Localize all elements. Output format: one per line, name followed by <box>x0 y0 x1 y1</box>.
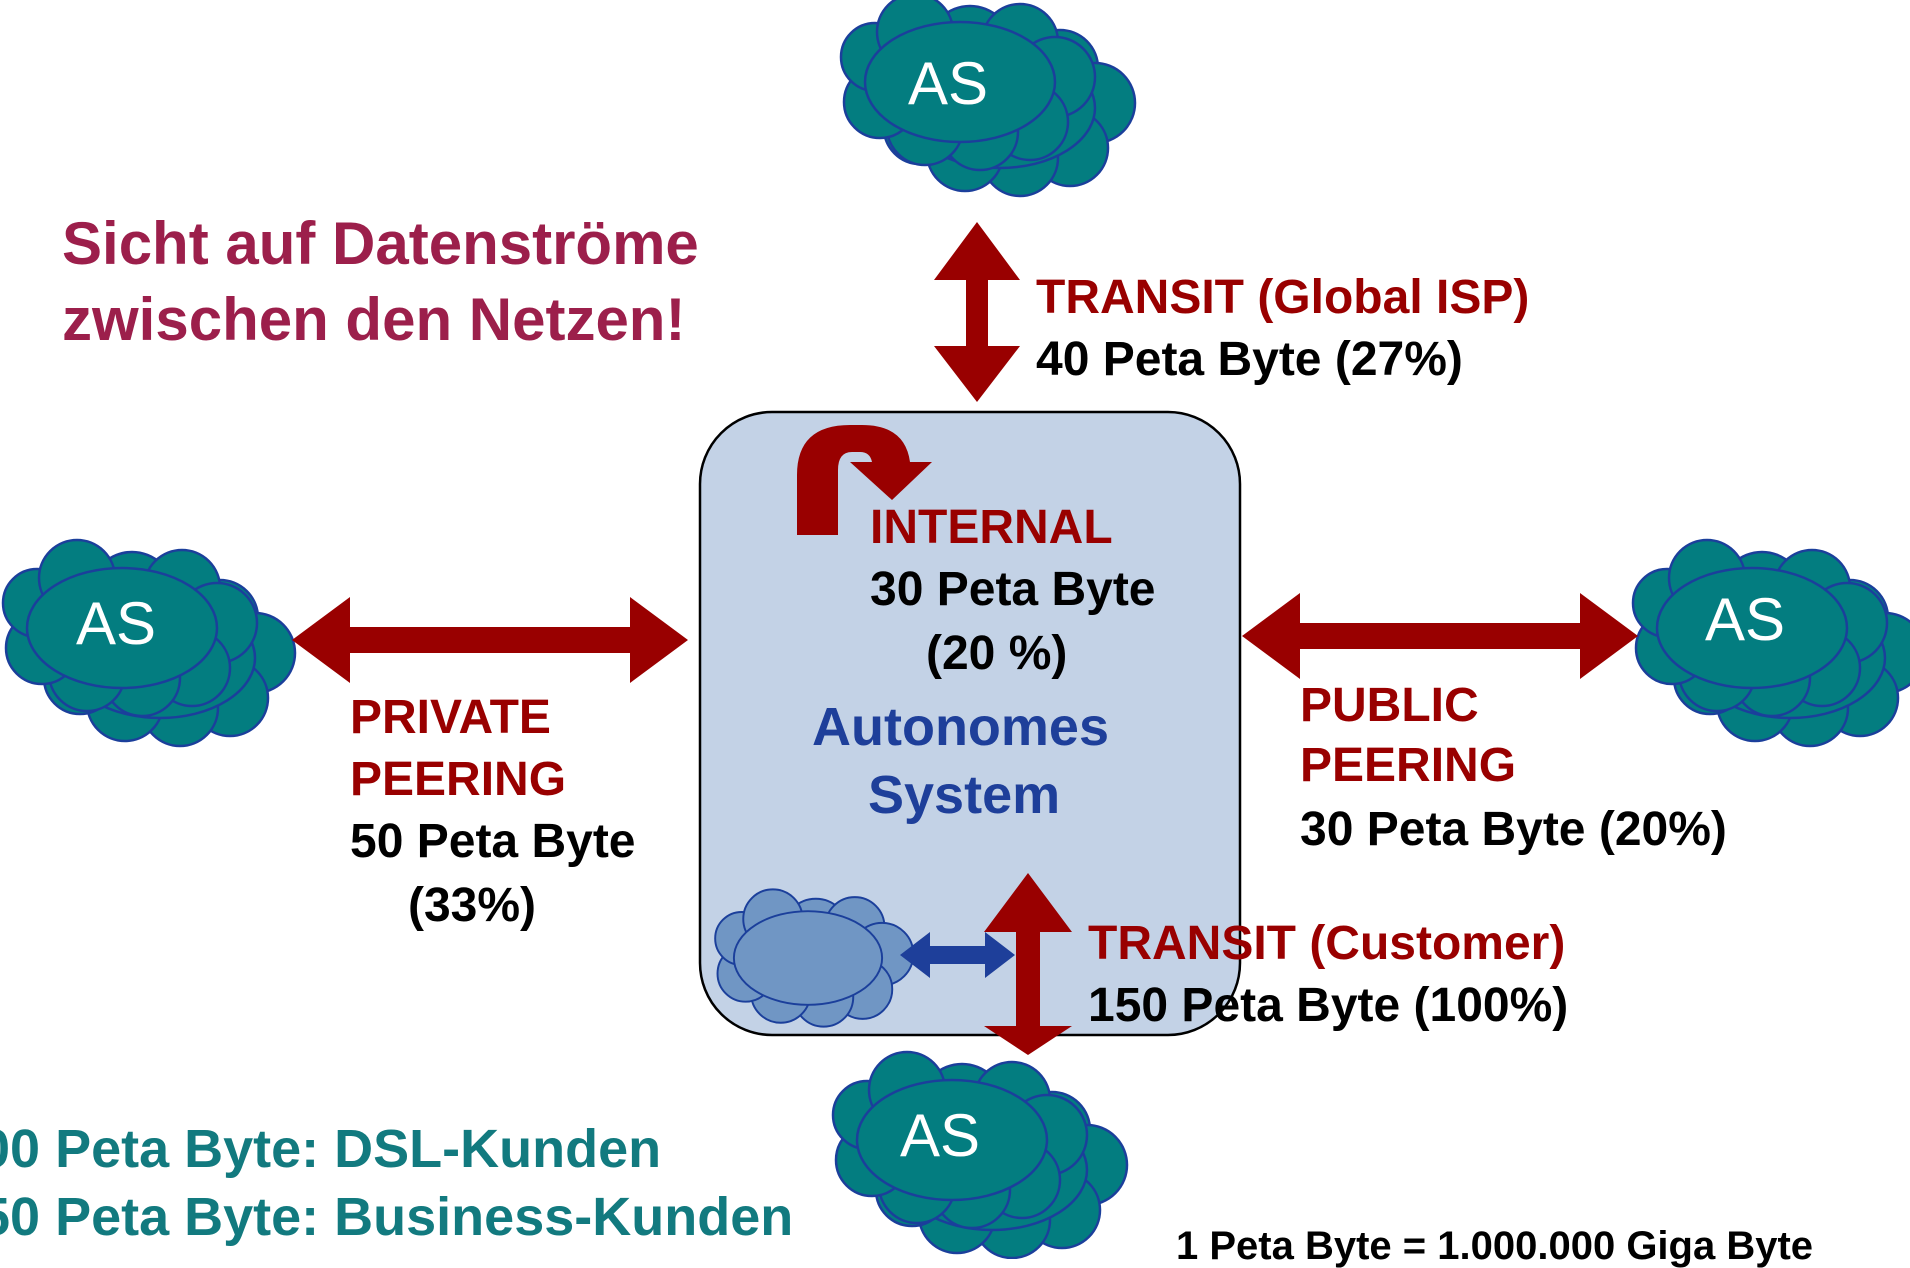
customers-business: 50 Peta Byte: Business-Kunden <box>0 1187 794 1247</box>
autonomous-system-box <box>698 410 1242 1037</box>
public-peering-arrow <box>1242 593 1638 679</box>
transit-global-label: TRANSIT (Global ISP) <box>1036 271 1530 324</box>
transit-customer-label: TRANSIT (Customer) <box>1088 917 1566 970</box>
private-peering-value-line-1: 50 Peta Byte <box>350 815 636 868</box>
title-line-2: zwischen den Netzen! <box>62 286 686 353</box>
as-label-bottom: AS <box>900 1102 981 1169</box>
public-peering-label-line-1: PUBLIC <box>1300 679 1479 732</box>
public-peering-value: 30 Peta Byte (20%) <box>1300 803 1727 856</box>
internal-value-line-1: 30 Peta Byte <box>870 563 1156 616</box>
internal-value-line-2: (20 %) <box>926 627 1068 680</box>
customers-dsl: 00 Peta Byte: DSL-Kunden <box>0 1119 662 1179</box>
title-line-1: Sicht auf Datenströme <box>62 210 699 277</box>
transit-global-arrow <box>934 222 1020 402</box>
private-peering-value-line-2: (33%) <box>408 879 537 932</box>
autonomous-system-label-line-2: System <box>868 765 1061 825</box>
as-label-top: AS <box>908 50 989 117</box>
internal-uturn-arrow <box>797 425 932 535</box>
private-peering-arrow <box>292 597 688 683</box>
transit-global-value: 40 Peta Byte (27%) <box>1036 333 1463 386</box>
as-label-left: AS <box>76 590 157 657</box>
internal-label: INTERNAL <box>870 501 1113 554</box>
autonomous-system-label-line-1: Autonomes <box>812 697 1109 757</box>
transit-customer-arrow <box>984 873 1072 1055</box>
footnote-conversion: 1 Peta Byte = 1.000.000 Giga Byte <box>1176 1224 1814 1268</box>
private-peering-label-line-1: PRIVATE <box>350 691 551 744</box>
as-label-right: AS <box>1705 586 1786 653</box>
customer-link-arrow <box>900 932 1015 978</box>
public-peering-label-line-2: PEERING <box>1300 739 1517 792</box>
transit-customer-value: 150 Peta Byte (100%) <box>1088 979 1569 1032</box>
private-peering-label-line-2: PEERING <box>350 753 567 806</box>
